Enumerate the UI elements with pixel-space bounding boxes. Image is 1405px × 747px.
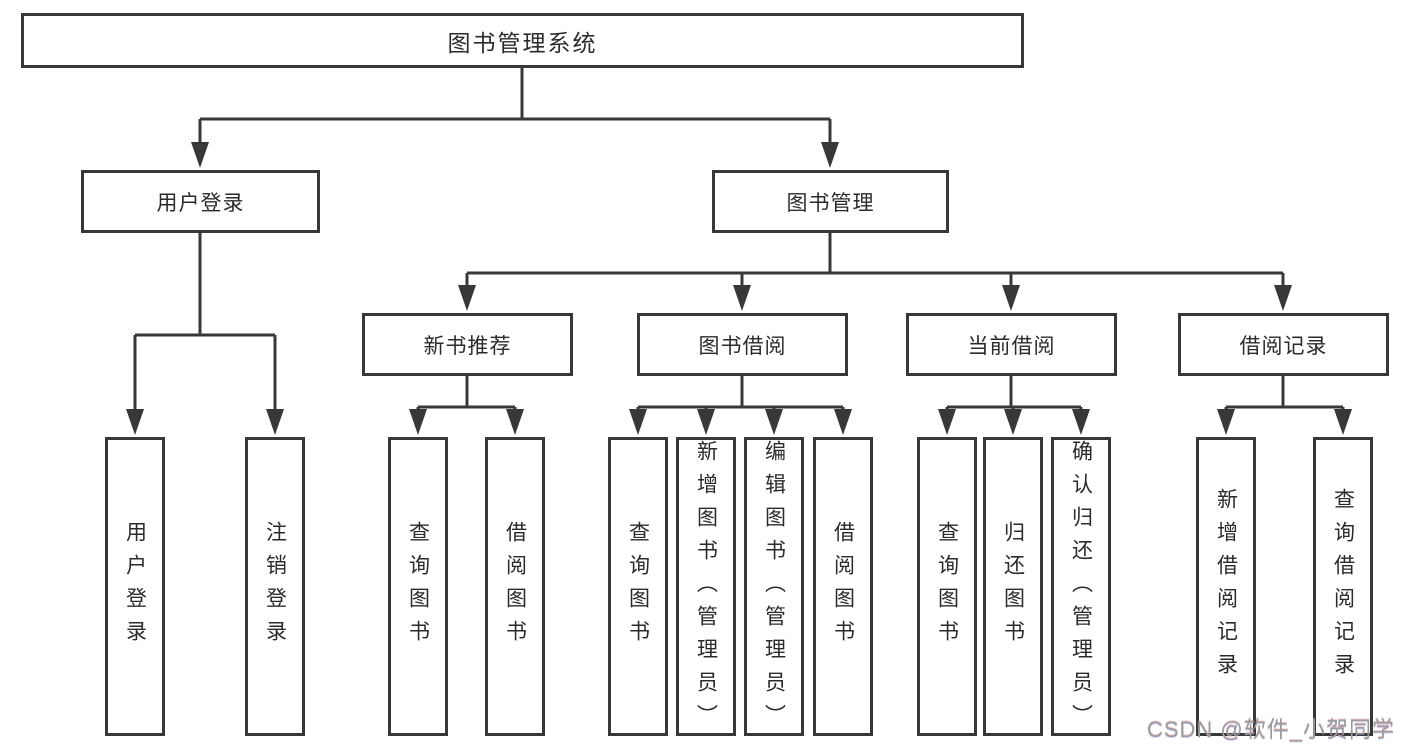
leaf-add-borrow-record: 新增借阅记录 [1196, 437, 1256, 736]
node-current-borrowing: 当前借阅 [906, 313, 1117, 376]
csdn-watermark: CSDN @软件_小贺同学 [1146, 717, 1395, 742]
leaf-current-query-books: 查询图书 [917, 437, 977, 736]
node-book-management: 图书管理 [712, 170, 949, 233]
leaf-newbook-query-books: 查询图书 [388, 437, 448, 736]
leaf-add-books-admin: 新增图书（管理员） [676, 437, 736, 737]
leaf-logout: 注销登录 [245, 437, 305, 736]
node-root-system: 图书管理系统 [21, 13, 1024, 68]
leaf-edit-books-admin: 编辑图书（管理员） [744, 437, 804, 737]
leaf-borrow-query-books: 查询图书 [608, 437, 668, 736]
node-new-book-recommendation: 新书推荐 [362, 313, 573, 376]
leaf-confirm-return-admin: 确认归还（管理员） [1051, 437, 1111, 737]
leaf-return-books: 归还图书 [983, 437, 1043, 736]
leaf-query-borrow-record: 查询借阅记录 [1313, 437, 1373, 736]
node-borrowing-records: 借阅记录 [1178, 313, 1389, 376]
leaf-borrow-books: 借阅图书 [813, 437, 873, 736]
node-book-borrowing: 图书借阅 [637, 313, 848, 376]
node-user-login: 用户登录 [81, 170, 320, 233]
leaf-newbook-borrow-books: 借阅图书 [485, 437, 545, 736]
leaf-user-login: 用户登录 [105, 437, 165, 736]
